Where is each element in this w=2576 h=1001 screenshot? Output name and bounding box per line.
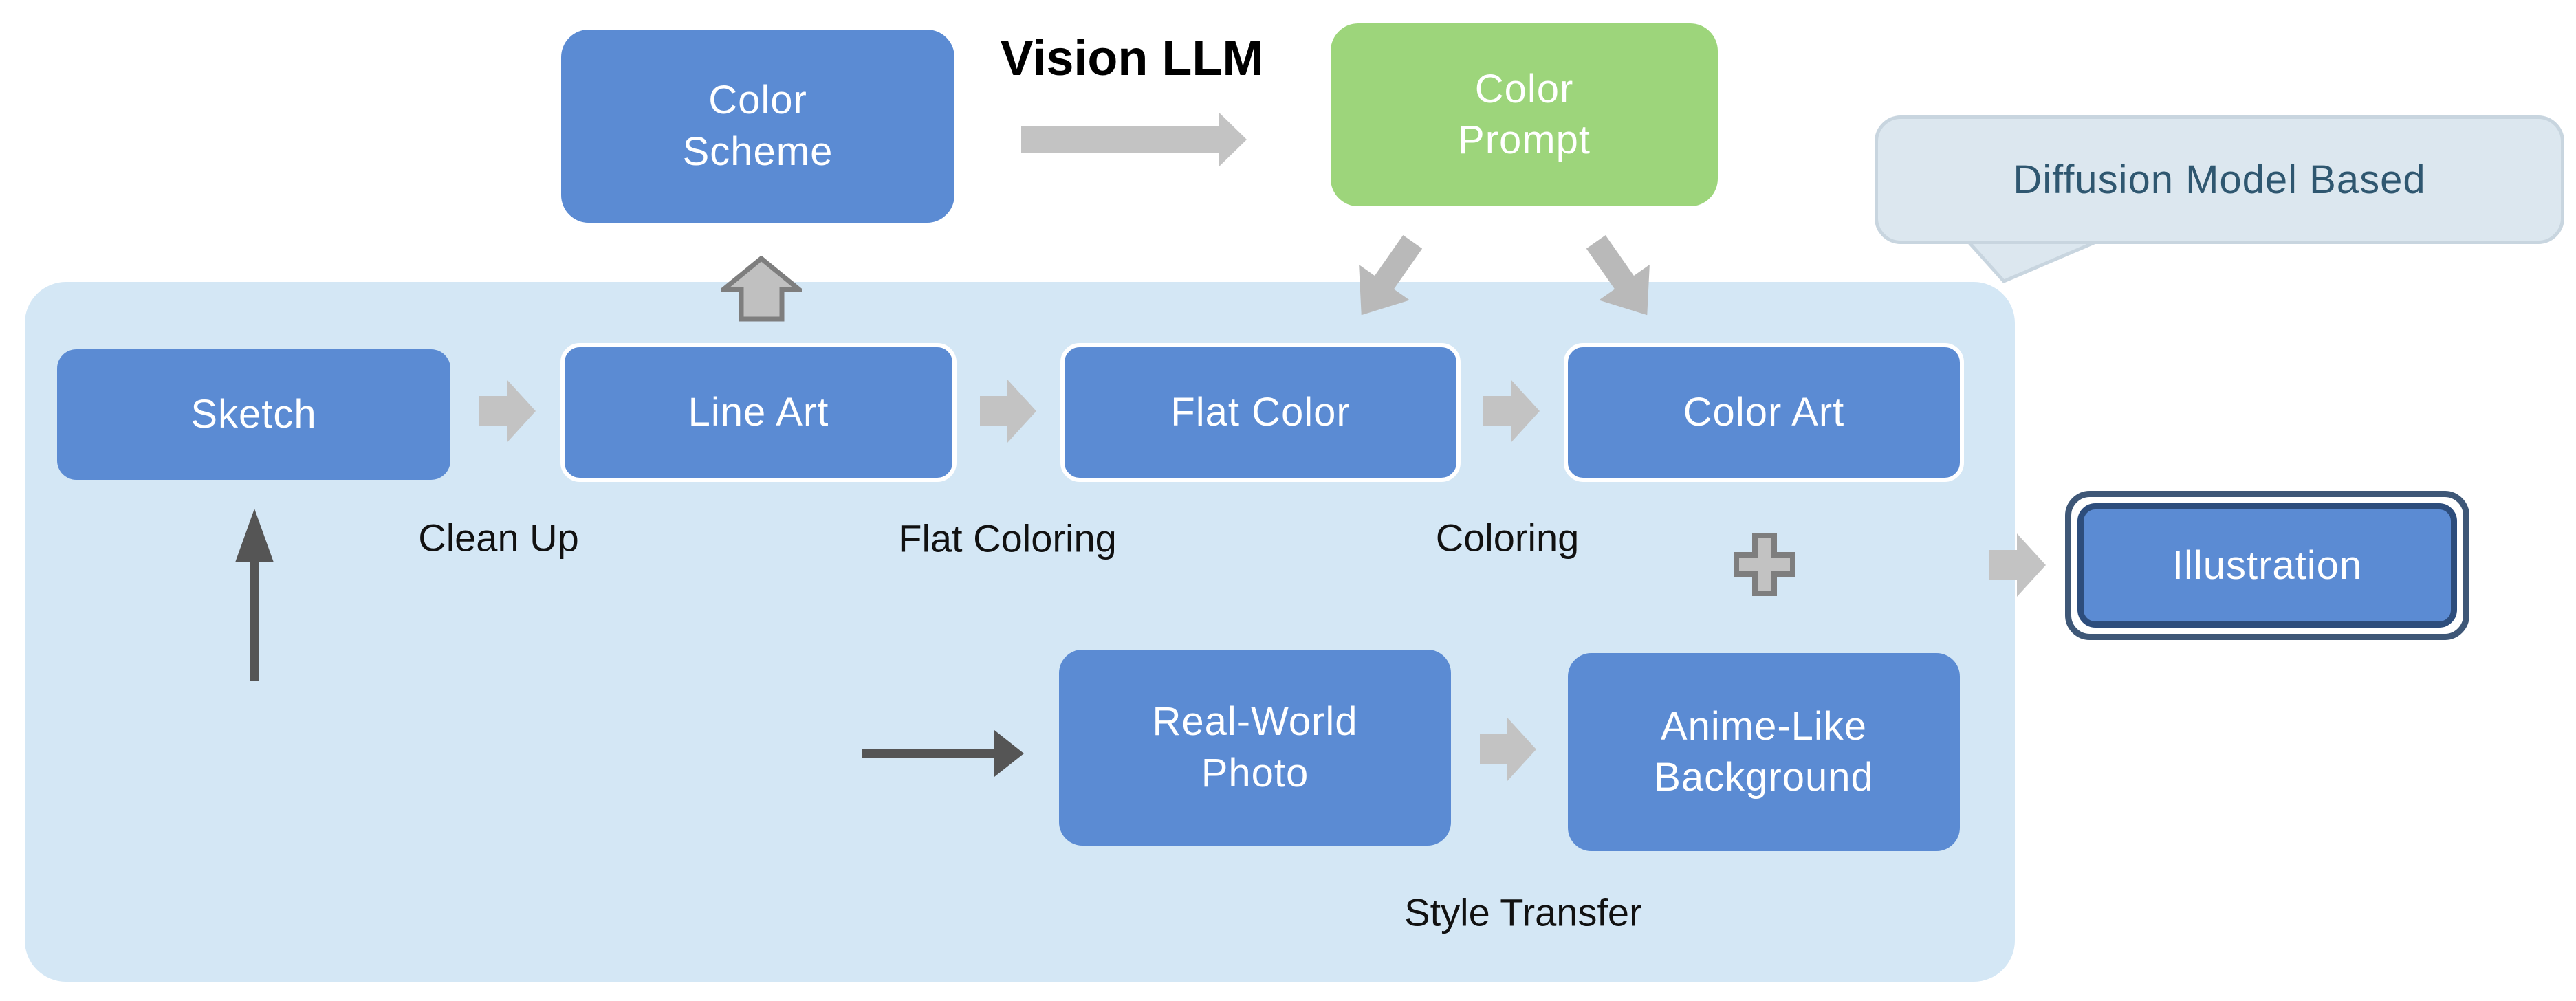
to-illustration-arrow-icon: [1989, 534, 2046, 597]
node-sketch: Sketch: [57, 349, 450, 480]
node-line-art: Line Art: [560, 343, 957, 482]
sketch-input-arrow-icon: [235, 509, 274, 681]
node-illustration: Illustration: [2065, 491, 2469, 640]
vision-llm-label: Vision LLM: [1000, 31, 1264, 86]
node-illustration-inner: Illustration: [2077, 503, 2457, 628]
plus-icon: [1734, 533, 1795, 596]
flat-coloring-label: Flat Coloring: [898, 516, 1117, 560]
node-color-art: Color Art: [1564, 343, 1964, 482]
style-transfer-label: Style Transfer: [1404, 890, 1642, 934]
photo-input-arrow-icon: [862, 730, 1024, 777]
node-color-prompt: Color Prompt: [1331, 23, 1718, 206]
flat-color-to-color-art-arrow-icon: [1483, 380, 1540, 443]
prompt-to-flat-coloring-arrow-icon: [1359, 235, 1423, 316]
prompt-to-coloring-arrow-icon: [1586, 235, 1650, 316]
callout-tail: [1964, 239, 2098, 284]
coloring-label: Coloring: [1435, 516, 1580, 560]
photo-to-background-arrow-icon: [1480, 718, 1536, 781]
node-anime-like-background: Anime-Like Background: [1568, 653, 1960, 851]
vision-llm-arrow-icon: [1021, 113, 1247, 166]
node-color-scheme: Color Scheme: [561, 30, 954, 223]
node-flat-color: Flat Color: [1060, 343, 1461, 482]
clean-up-label: Clean Up: [418, 516, 579, 560]
sketch-to-line-art-arrow-icon: [479, 380, 536, 443]
node-real-world-photo: Real-World Photo: [1059, 650, 1451, 846]
line-art-to-color-scheme-arrow-icon: [721, 256, 802, 322]
line-art-to-flat-color-arrow-icon: [980, 380, 1036, 443]
callout-diffusion-model: Diffusion Model Based: [1875, 116, 2564, 244]
